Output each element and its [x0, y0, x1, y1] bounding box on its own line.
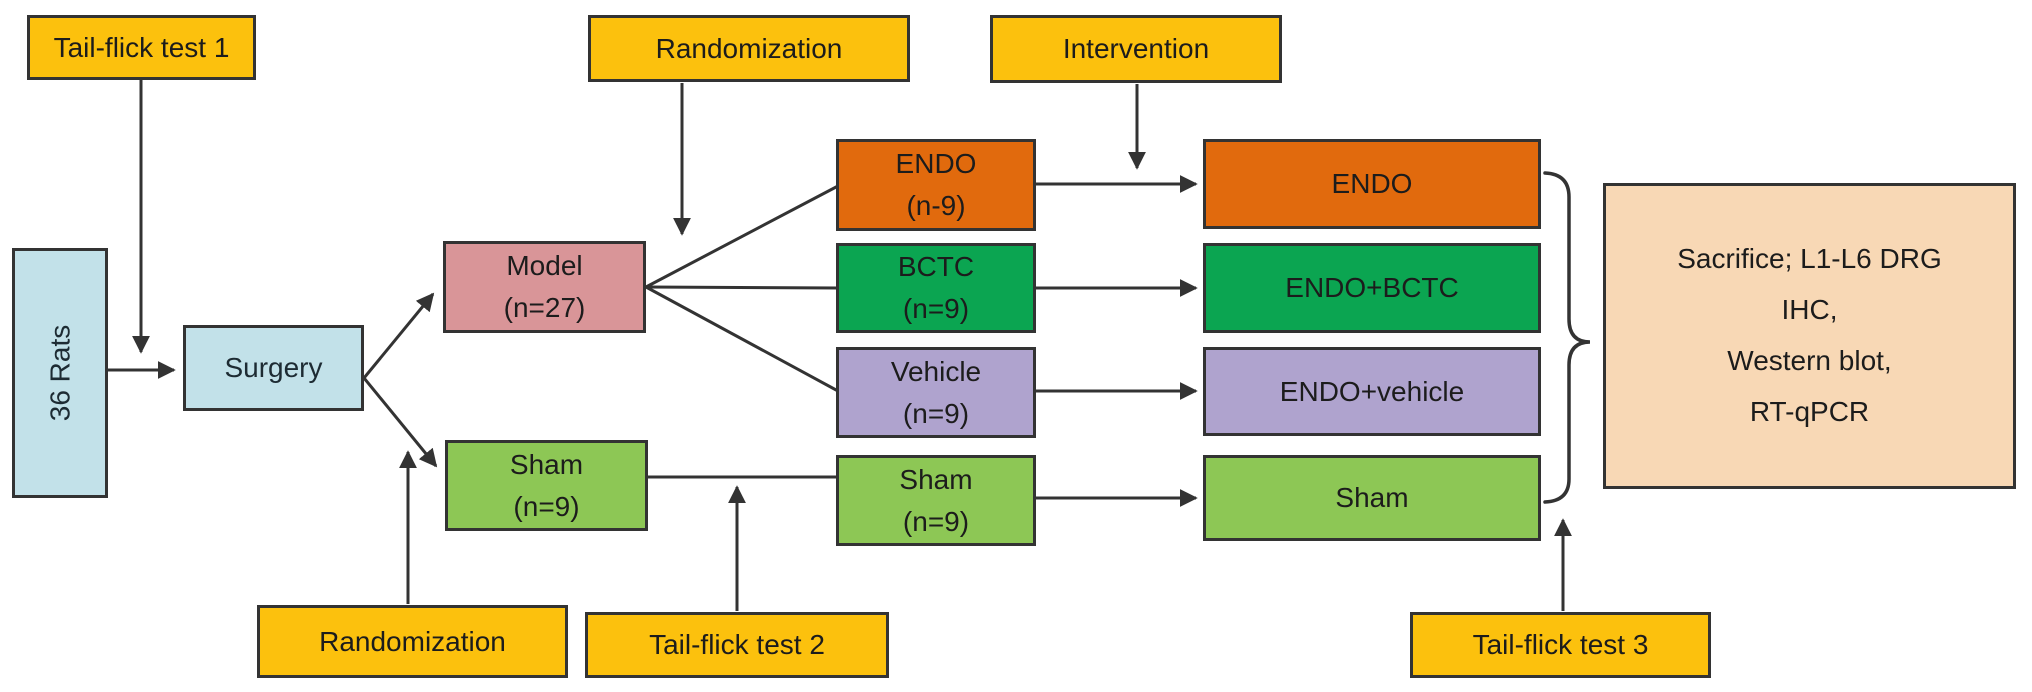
- surgery-label: Surgery: [224, 352, 323, 383]
- endo-final-label: ENDO: [1331, 168, 1413, 199]
- outcome-line-4: RT-qPCR: [1749, 395, 1870, 427]
- tail-flick-test-1-box: Tail-flick test 1: [27, 15, 256, 80]
- rats-box: 36 Rats: [12, 248, 108, 498]
- arrow-surgery-to-sham: [362, 377, 438, 468]
- outcome-line-1: Sacrifice; L1-L6 DRG: [1677, 243, 1942, 275]
- randomization-bottom-label: Randomization: [319, 625, 506, 657]
- endo-group-box: ENDO (n-9): [836, 139, 1036, 231]
- line-model-to-endo: [645, 184, 839, 289]
- outcome-line-3: Western blot,: [1727, 345, 1892, 376]
- endo-final-box: ENDO: [1203, 139, 1541, 229]
- endo-vehicle-final-box: ENDO+vehicle: [1203, 347, 1541, 436]
- sham-initial-name: Sham: [509, 448, 584, 480]
- arrow-surgery-to-model: [362, 292, 435, 379]
- intervention-box: Intervention: [990, 15, 1282, 83]
- intervention-label: Intervention: [1062, 33, 1210, 64]
- bctc-group-count: (n=9): [902, 293, 970, 324]
- vehicle-group-name: Vehicle: [890, 355, 982, 387]
- sham-final-label: Sham: [1335, 482, 1409, 513]
- model-group-name: Model: [506, 250, 583, 281]
- sham-initial-count: (n=9): [513, 490, 580, 522]
- sham-group-count: (n=9): [902, 505, 970, 537]
- bctc-group-name: BCTC: [897, 251, 975, 282]
- tail-flick-test-2-label: Tail-flick test 2: [649, 629, 825, 660]
- bctc-group-box: BCTC (n=9): [836, 243, 1036, 333]
- line-model-to-vehicle: [645, 285, 839, 393]
- group-brace: [1543, 171, 1591, 504]
- randomization-top-box: Randomization: [588, 15, 910, 82]
- sham-group-box: Sham (n=9): [836, 455, 1036, 546]
- sham-final-box: Sham: [1203, 455, 1541, 541]
- vehicle-group-box: Vehicle (n=9): [836, 347, 1036, 438]
- line-model-to-bctc: [645, 285, 839, 290]
- sham-group-name: Sham: [899, 463, 973, 495]
- sham-initial-box: Sham (n=9): [445, 440, 648, 531]
- endo-vehicle-final-label: ENDO+vehicle: [1279, 375, 1465, 407]
- tail-flick-test-2-box: Tail-flick test 2: [585, 612, 889, 678]
- tail-flick-test-3-box: Tail-flick test 3: [1410, 612, 1711, 678]
- vehicle-group-count: (n=9): [902, 397, 970, 429]
- outcome-line-2: IHC,: [1781, 294, 1838, 326]
- endo-group-name: ENDO: [895, 148, 977, 179]
- endo-bctc-final-label: ENDO+BCTC: [1285, 272, 1459, 303]
- rats-label: 36 Rats: [44, 324, 75, 422]
- endo-group-count: (n-9): [906, 190, 966, 221]
- endo-bctc-final-box: ENDO+BCTC: [1203, 243, 1541, 333]
- model-group-box: Model (n=27): [443, 241, 646, 333]
- randomization-top-label: Randomization: [655, 32, 843, 64]
- surgery-box: Surgery: [183, 325, 364, 411]
- randomization-bottom-box: Randomization: [257, 605, 568, 678]
- model-group-count: (n=27): [503, 292, 586, 323]
- outcome-box: Sacrifice; L1-L6 DRG IHC, Western blot, …: [1603, 183, 2016, 489]
- tail-flick-test-1-label: Tail-flick test 1: [53, 31, 230, 63]
- tail-flick-test-3-label: Tail-flick test 3: [1472, 629, 1649, 660]
